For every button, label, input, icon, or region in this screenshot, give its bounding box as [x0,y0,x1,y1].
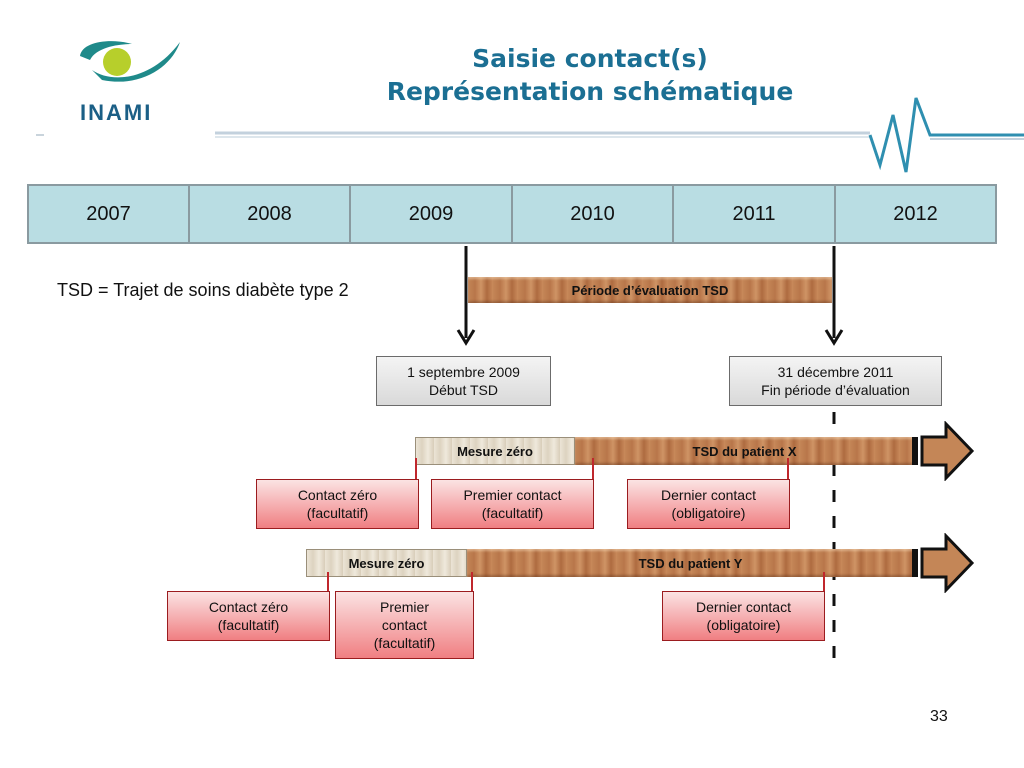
heartbeat-icon [868,97,1024,173]
evaluation-period-bar [468,277,832,303]
page-title: Saisie contact(s) Représentation schémat… [300,42,880,108]
patient-y-first-contact-box: Premier contact (facultatif) [335,591,474,659]
patient-x-arrow-icon [920,421,975,481]
legend-text: TSD = Trajet de soins diabète type 2 [57,280,349,300]
patient-y-tsd-bar [467,549,914,577]
patient-x-first-contact-tick [592,458,594,480]
contact-label: Contact zéro [297,487,378,503]
patient-y-first-contact-tick [471,572,473,592]
patient-y-arrow-icon [920,533,975,593]
contact-label-cont: contact [381,617,428,633]
year-2011: 2011 [672,184,836,244]
patient-x-contact-zero-tick [415,458,417,480]
patient-x-bar-end [912,437,918,465]
start-marker-box: 1 septembre 2009 Début TSD [376,356,551,406]
inami-logo: INAMI [72,36,187,126]
evaluation-period-label: Période d’évaluation TSD [571,282,729,298]
patient-x-zero-label: Mesure zéro [457,443,533,459]
arrow-down-icon [824,329,844,346]
patient-x-zero-segment [415,437,575,465]
start-marker-date: 1 septembre 2009 [407,364,520,380]
year-2009: 2009 [349,184,513,244]
year-2008: 2008 [188,184,351,244]
start-marker-label: Début TSD [429,382,498,398]
contact-status: (facultatif) [373,635,436,651]
patient-y-last-contact-box: Dernier contact (obligatoire) [662,591,825,641]
patient-y-tsd-label: TSD du patient Y [638,555,743,571]
contact-label: Contact zéro [208,599,289,615]
contact-label: Dernier contact [696,599,791,615]
patient-x-tsd-label: TSD du patient X [692,443,797,459]
year-2007: 2007 [27,184,190,244]
logo-icon [80,41,180,82]
patient-y-bar-end [912,549,918,577]
logo-text: INAMI [80,100,153,125]
end-marker-label: Fin période d’évaluation [761,382,910,398]
contact-status: (facultatif) [306,505,369,521]
patient-y-zero-segment [306,549,467,577]
contact-label: Premier [379,599,429,615]
patient-x-contact-zero-box: Contact zéro (facultatif) [256,479,419,529]
contact-status: (facultatif) [481,505,544,521]
contact-label: Dernier contact [661,487,756,503]
contact-status: (obligatoire) [706,617,781,633]
contact-status: (obligatoire) [671,505,746,521]
patient-x-last-contact-box: Dernier contact (obligatoire) [627,479,790,529]
patient-y-contact-zero-tick [327,572,329,592]
patient-x-tsd-bar [575,437,914,465]
patient-x-first-contact-box: Premier contact (facultatif) [431,479,594,529]
year-2010: 2010 [511,184,674,244]
end-marker-box: 31 décembre 2011 Fin période d’évaluatio… [729,356,942,406]
patient-y-zero-label: Mesure zéro [348,555,425,571]
title-line1: Saisie contact(s) [472,44,708,73]
contact-status: (facultatif) [217,617,280,633]
end-marker-date: 31 décembre 2011 [777,364,894,380]
arrow-down-icon [456,329,476,346]
page-number: 33 [930,708,948,725]
year-2012: 2012 [834,184,997,244]
patient-y-contact-zero-box: Contact zéro (facultatif) [167,591,330,641]
contact-label: Premier contact [463,487,562,503]
header-divider [36,97,1024,173]
title-line2: Représentation schématique [386,77,794,106]
patient-x-last-contact-tick [787,458,789,480]
